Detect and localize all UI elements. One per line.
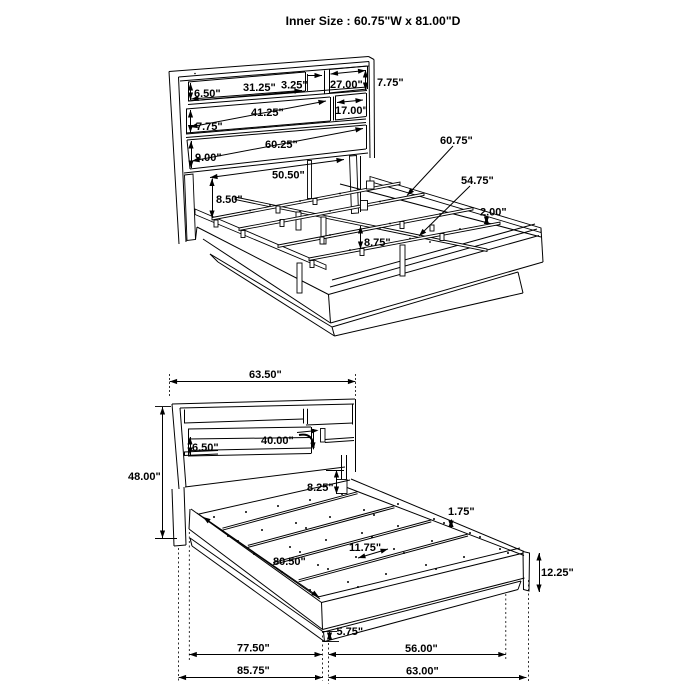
svg-text:56.00": 56.00" — [405, 643, 438, 655]
svg-text:12.25": 12.25" — [541, 567, 574, 579]
svg-text:63.50": 63.50" — [249, 369, 282, 381]
svg-text:3.25": 3.25" — [281, 80, 308, 92]
svg-text:80.50": 80.50" — [273, 556, 306, 568]
svg-text:77.50": 77.50" — [237, 643, 270, 655]
svg-text:9.00": 9.00" — [195, 152, 222, 164]
svg-text:48.00": 48.00" — [128, 471, 161, 483]
svg-text:40.00": 40.00" — [261, 435, 294, 447]
svg-text:8.75": 8.75" — [364, 237, 391, 249]
svg-text:60.75": 60.75" — [440, 135, 473, 147]
svg-text:50.50": 50.50" — [272, 170, 305, 182]
svg-text:60.25": 60.25" — [265, 139, 298, 151]
svg-text:8.50": 8.50" — [216, 194, 243, 206]
svg-text:7.75": 7.75" — [196, 121, 223, 133]
svg-text:85.75": 85.75" — [237, 665, 270, 677]
svg-text:8.25": 8.25" — [307, 482, 334, 494]
svg-text:54.75": 54.75" — [461, 175, 494, 187]
svg-text:1.75": 1.75" — [448, 506, 475, 518]
svg-text:11.75": 11.75" — [349, 542, 381, 554]
svg-text:7.75": 7.75" — [377, 77, 404, 89]
svg-text:41.25": 41.25" — [251, 107, 284, 119]
svg-text:Inner Size : 60.75"W x 81.00"D: Inner Size : 60.75"W x 81.00"D — [286, 14, 461, 28]
svg-text:6.50": 6.50" — [192, 442, 219, 454]
svg-text:27.00": 27.00" — [330, 79, 363, 91]
svg-text:5.75": 5.75" — [337, 626, 364, 638]
svg-text:31.25": 31.25" — [243, 82, 276, 94]
svg-text:63.00": 63.00" — [406, 666, 439, 678]
svg-text:2.00": 2.00" — [480, 207, 507, 219]
svg-text:17.00": 17.00" — [335, 105, 368, 117]
